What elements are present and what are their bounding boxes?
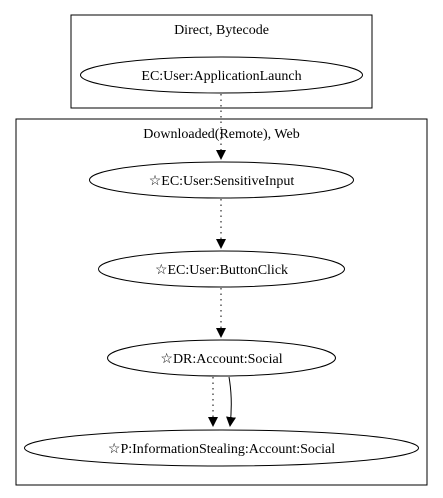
cluster-direct-label: Direct, Bytecode xyxy=(174,23,269,38)
node-information-stealing: ☆P:InformationStealing:Account:Social xyxy=(24,429,419,467)
cluster-direct-bytecode: Direct, Bytecode xyxy=(70,14,373,109)
edge-account-social-to-infostealing-solid xyxy=(226,376,236,427)
node-shape xyxy=(98,250,345,288)
node-label: ☆EC:User:ButtonClick xyxy=(155,263,288,278)
node-label: EC:User:ApplicationLaunch xyxy=(141,69,301,84)
cluster-downloaded-label: Downloaded(Remote), Web xyxy=(143,127,299,142)
edges xyxy=(208,94,236,427)
node-label: ☆EC:User:SensitiveInput xyxy=(149,174,295,189)
node-application-launch: EC:User:ApplicationLaunch xyxy=(80,56,363,94)
node-shape xyxy=(80,56,363,94)
cluster-downloaded-web: Downloaded(Remote), Web xyxy=(15,118,428,486)
cluster-downloaded-frame xyxy=(15,118,428,486)
node-sensitive-input: ☆EC:User:SensitiveInput xyxy=(89,161,354,199)
node-button-click: ☆EC:User:ButtonClick xyxy=(98,250,345,288)
node-label: ☆DR:Account:Social xyxy=(160,352,282,367)
node-account-social: ☆DR:Account:Social xyxy=(107,339,336,377)
node-shape xyxy=(107,339,336,377)
node-label: ☆P:InformationStealing:Account:Social xyxy=(108,442,335,457)
node-shape xyxy=(89,161,354,199)
node-shape xyxy=(24,429,419,467)
cluster-direct-frame xyxy=(70,14,373,109)
